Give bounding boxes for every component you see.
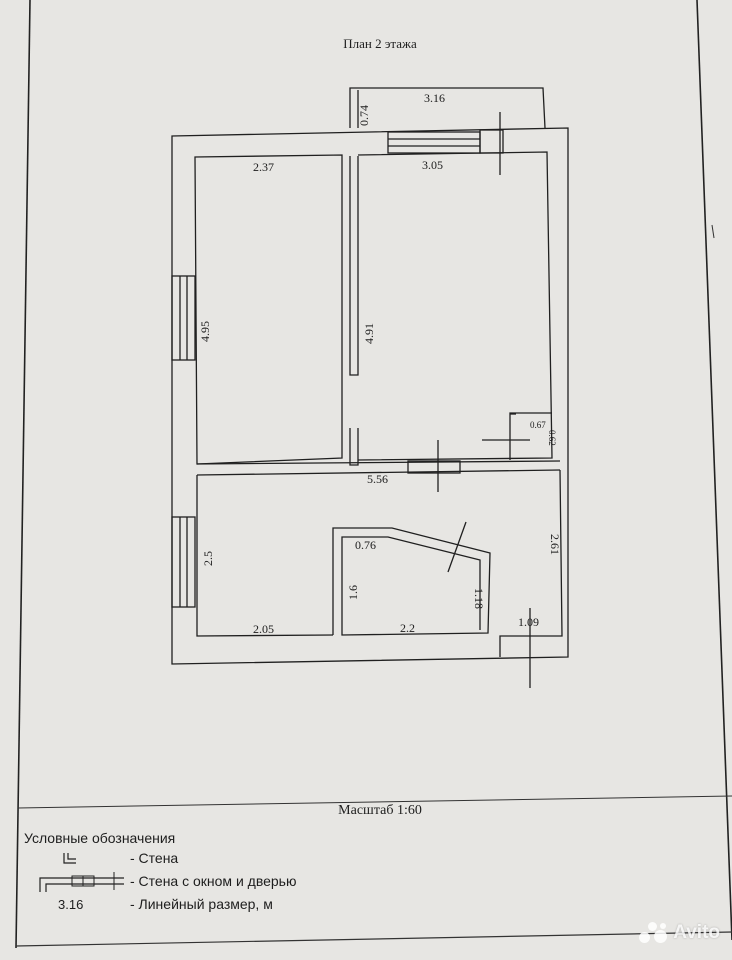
dim-corridor-depth: 2.61 (548, 534, 562, 555)
dim-room1-width: 2.37 (253, 160, 274, 174)
dim-balcony-width: 3.16 (424, 91, 445, 105)
niche (509, 412, 552, 460)
avito-logo-icon (639, 922, 668, 944)
legend-title: Условные обозначения (24, 830, 176, 846)
legend-label-dimension: - Линейный размер, м (130, 896, 273, 912)
dim-room2-width: 3.05 (422, 158, 443, 172)
dim-stair-diagonal: 1.18 (472, 588, 486, 609)
balcony-door (479, 129, 504, 154)
plan-title: План 2 этажа (343, 36, 417, 51)
sheet-border-bottom (15, 931, 732, 947)
balcony-window (387, 131, 481, 154)
partition-lower (349, 428, 359, 466)
legend-dimension-sample: 3.16 (58, 897, 84, 912)
stair-block (332, 527, 491, 636)
dim-hall-width: 5.56 (367, 472, 388, 486)
dim-kitchen-width: 2.05 (253, 622, 274, 636)
dim-kitchen-depth: 2.5 (201, 551, 215, 566)
hall-door (407, 460, 461, 474)
dim-stair-top: 0.76 (355, 538, 376, 552)
wall-icon (63, 853, 76, 864)
sheet-border-right (696, 0, 732, 941)
legend-label-window-door: - Стена с окном и дверью (130, 873, 297, 889)
dim-niche-width: 0.67 (530, 420, 546, 430)
partition-upper (349, 156, 359, 376)
scale-divider (17, 795, 732, 809)
sheet-border-left (15, 0, 31, 949)
window-left-lower (171, 516, 196, 608)
scale-label: Масштаб 1:60 (338, 803, 422, 818)
dim-corridor-width: 1.09 (518, 615, 539, 629)
avito-watermark-text: Avito (673, 922, 720, 943)
dim-stair-side: 1.6 (346, 585, 360, 600)
dim-niche-depth: 0.62 (547, 430, 557, 446)
window-door-wall-icon (39, 872, 124, 892)
dim-room2-depth: 4.91 (362, 323, 376, 344)
legend-label-wall: - Стена (130, 850, 179, 866)
window-left-upper (171, 275, 196, 361)
dim-room1-depth: 4.95 (198, 321, 212, 342)
dim-stair-width: 2.2 (400, 621, 415, 635)
room-2 (357, 151, 553, 461)
dim-balcony-depth: 0.74 (357, 105, 371, 126)
kitchen (196, 475, 334, 637)
room-1 (194, 154, 343, 465)
balcony-outline (349, 87, 546, 129)
corridor (499, 469, 563, 657)
outer-wall (171, 127, 569, 665)
avito-watermark: Avito (639, 920, 720, 946)
